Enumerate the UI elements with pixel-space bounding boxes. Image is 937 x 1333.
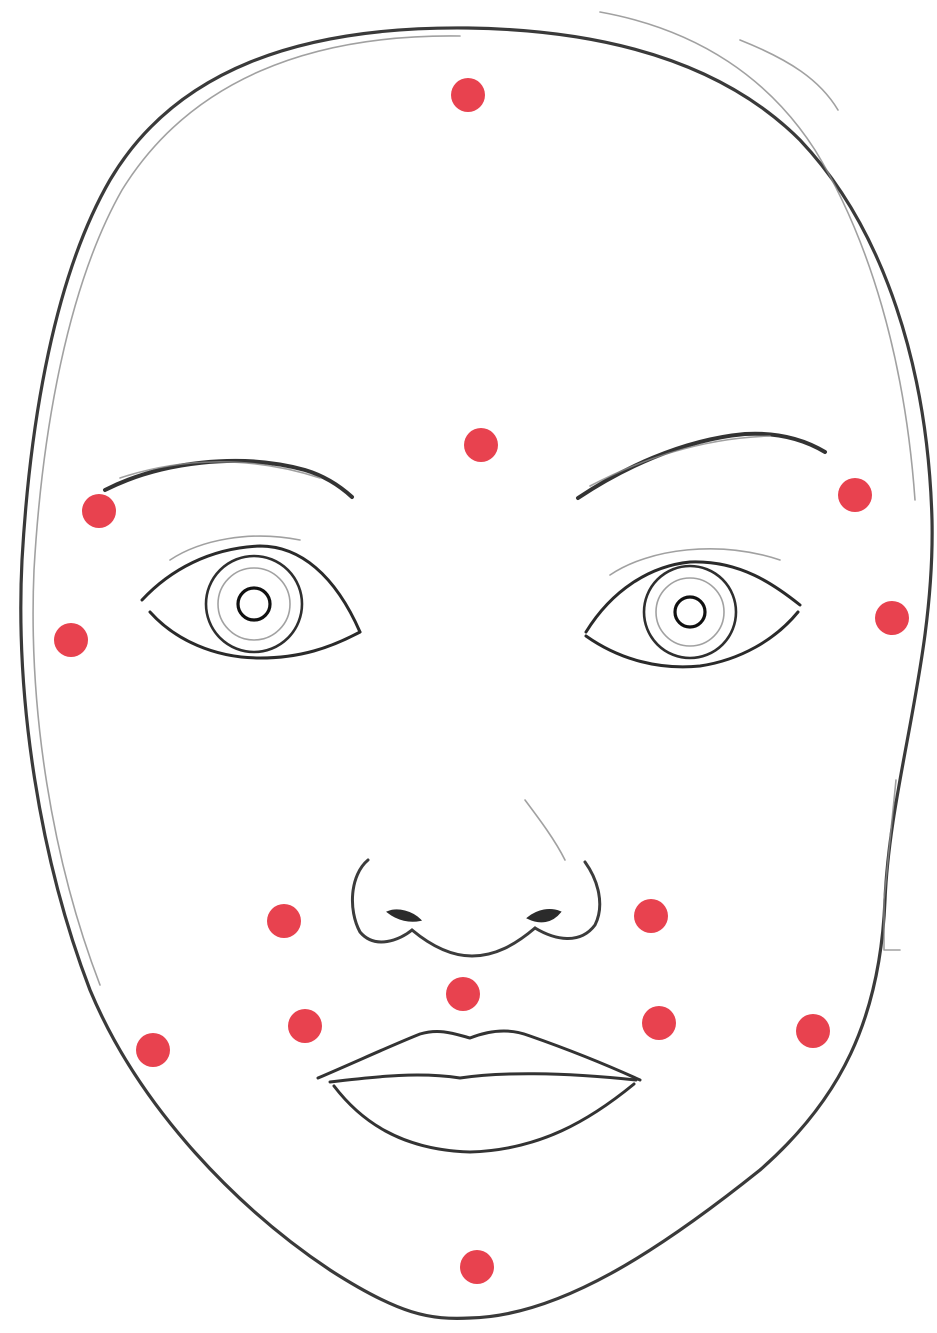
marker-mouth-corner-right[interactable] (642, 1006, 676, 1040)
marker-brow-left[interactable] (82, 494, 116, 528)
marker-brow-right[interactable] (838, 478, 872, 512)
marker-forehead-top[interactable] (451, 78, 485, 112)
marker-jaw-right[interactable] (796, 1014, 830, 1048)
marker-philtrum[interactable] (446, 977, 480, 1011)
marker-forehead-center[interactable] (464, 428, 498, 462)
marker-mouth-corner-left[interactable] (288, 1009, 322, 1043)
marker-jaw-left[interactable] (136, 1033, 170, 1067)
marker-chin[interactable] (460, 1250, 494, 1284)
marker-cheek-left[interactable] (267, 904, 301, 938)
marker-temple-left[interactable] (54, 623, 88, 657)
marker-cheek-right[interactable] (634, 899, 668, 933)
marker-temple-right[interactable] (875, 601, 909, 635)
